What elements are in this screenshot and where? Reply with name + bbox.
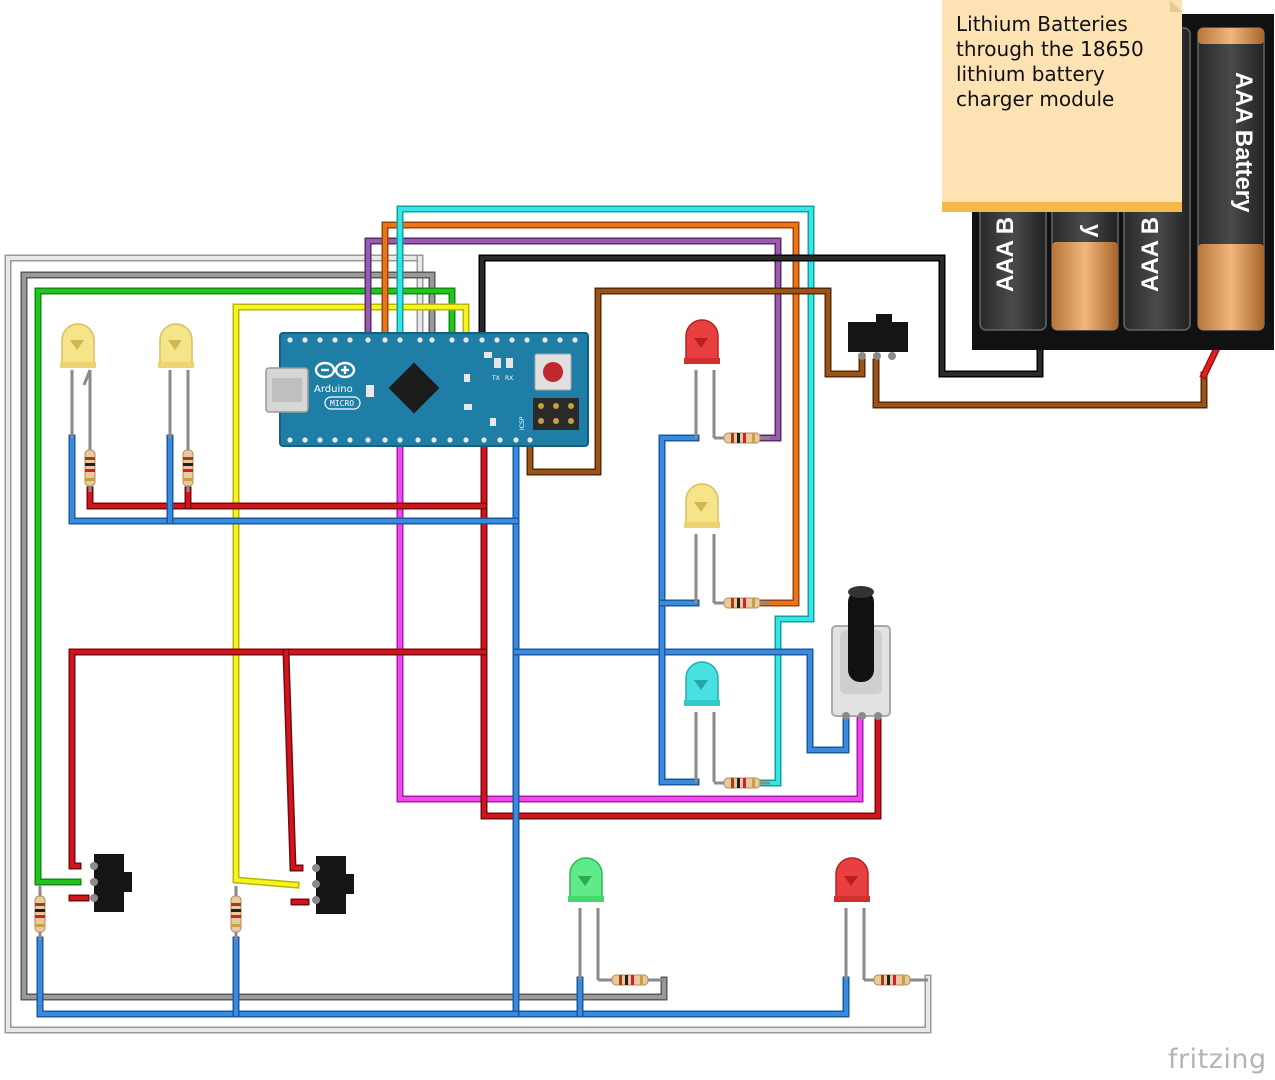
resistor-6	[34, 886, 46, 940]
resistor-3	[714, 432, 770, 444]
battery-cell-label-2: y	[1079, 224, 1106, 238]
wires	[4, 205, 1221, 1034]
arduino-micro-board: Arduino MICRO TX RX ICSP	[265, 332, 589, 447]
icsp-label: ICSP	[519, 416, 526, 430]
reset-button	[534, 353, 572, 391]
board-model-label: MICRO	[330, 399, 354, 408]
battery-cell-label-4: AAA Battery	[1230, 72, 1257, 213]
pin-header-bottom	[287, 437, 533, 443]
resistor-7	[230, 886, 242, 940]
sticky-note	[942, 0, 1182, 212]
wire-gray	[20, 271, 668, 1001]
arduino-logo-icon	[314, 361, 356, 379]
slide-switch-2	[312, 856, 354, 914]
slide-switches	[90, 314, 908, 914]
wire-blue	[36, 434, 850, 1018]
led-yellow-2	[158, 323, 194, 438]
led-red-1	[684, 319, 720, 438]
led-cyan	[684, 661, 720, 782]
fritzing-watermark: fritzing	[1168, 1044, 1267, 1075]
wire-orange	[381, 221, 800, 607]
wire-cyan	[396, 205, 815, 787]
resistor-1	[84, 438, 96, 492]
wire-black	[478, 254, 1044, 378]
resistor-8	[598, 974, 664, 986]
wire-purple	[364, 237, 782, 442]
icsp-header	[533, 398, 579, 430]
slide-switch-3	[848, 314, 908, 360]
wire-yellow	[232, 303, 470, 889]
wire-red	[68, 436, 882, 906]
rx-label: RX	[505, 375, 513, 382]
led-yellow-1	[60, 323, 96, 438]
resistors	[34, 432, 928, 986]
note-line: charger module	[956, 87, 1115, 111]
resistor-5	[714, 777, 770, 789]
tx-label: TX	[491, 375, 500, 382]
wire-magenta	[396, 436, 864, 803]
led-yellow-3	[684, 483, 720, 603]
resistor-9	[864, 974, 928, 986]
note-line: lithium battery	[956, 62, 1105, 86]
battery-cell-label-3: AAA B	[1137, 217, 1164, 292]
led-red-2	[834, 857, 870, 980]
potentiometer	[831, 586, 891, 720]
leds	[60, 319, 870, 980]
pin-header-top	[287, 337, 578, 343]
resistor-4	[714, 597, 770, 609]
slide-switch-1	[90, 854, 132, 912]
note-line: through the 18650	[956, 37, 1144, 61]
note-line: Lithium Batteries	[956, 12, 1128, 36]
battery-cell-4: AAA Battery	[1197, 27, 1265, 331]
sticky-note-text: Lithium Batteries through the 18650 lith…	[956, 12, 1166, 112]
resistor-2	[182, 438, 194, 492]
led-green	[568, 857, 604, 980]
board-brand-label: Arduino	[314, 384, 353, 395]
battery-cell-label-1: AAA B	[992, 217, 1019, 292]
wire-brown	[526, 287, 1221, 476]
